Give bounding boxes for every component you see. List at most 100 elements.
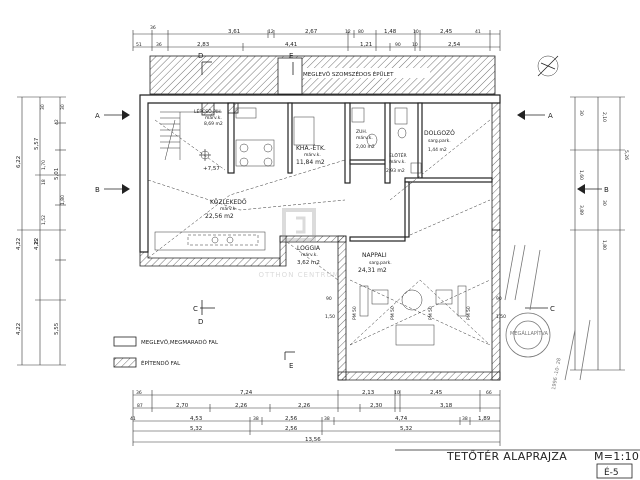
bottom-dim-label: 1,89 — [478, 416, 491, 422]
left-dim-label: 4,22 — [16, 238, 22, 250]
sheet-box — [596, 463, 633, 479]
drawing-title: TETŐTÉR ALAPRAJZA — [446, 449, 567, 463]
bottom-dim-label: 5,32 — [190, 426, 202, 432]
section-label-a: A — [95, 112, 100, 120]
top-dim-label: 4,41 — [285, 42, 297, 48]
room-area: 22,56 m2 — [205, 213, 234, 220]
room-label-living: NAPPALI sarg.park. 24,31 m2 — [358, 252, 392, 274]
window-dimensions: 90 1,50 90 1,50 PM 50 PM 50 PM 50 PM 50 — [325, 296, 506, 320]
watermark-brand: OTTHON CENTRUM — [258, 271, 339, 279]
neighbor-building: MEGLEVŐ SZOMSZÉDOS ÉPÜLET — [149, 55, 496, 95]
room-area: 2,93 m2 — [386, 168, 405, 174]
room-type: márv.k. — [205, 114, 222, 121]
room-area: 3,62 m2 — [297, 260, 320, 266]
room-name: ELŐTÉR — [389, 151, 407, 159]
level-mark-label: +7,57 — [203, 166, 220, 172]
right-dim-label: 1,80 — [601, 240, 607, 250]
room-name: LOGGIA — [297, 245, 321, 252]
room-type: márv.k. — [389, 158, 406, 165]
staircase — [160, 111, 222, 161]
top-dim-label: 12 — [345, 29, 351, 35]
top-dim-label: 36 — [150, 25, 156, 31]
right-dim-label: 3,89 — [578, 205, 584, 215]
right-dim-label: 5,26 — [623, 150, 629, 160]
left-dim-label: 6,22 — [16, 156, 22, 168]
left-dim-label: 30 — [40, 104, 46, 110]
room-name: ZUH. — [356, 129, 367, 135]
bottom-dim-label: 36 — [136, 390, 142, 396]
stamp-text: MEGÁLLAPÍTVA — [510, 330, 549, 337]
right-dim-label: 2,10 — [601, 112, 607, 122]
room-label-loggia: LOGGIA márv.k. 3,62 m2 — [297, 245, 321, 266]
legend-swatch-existing — [113, 336, 137, 347]
left-dim-label: 1,52 — [41, 215, 47, 225]
room-area: 2,00 m2 — [356, 144, 375, 150]
top-dim-label: 2,54 — [448, 42, 461, 48]
section-label-b: B — [604, 186, 609, 194]
section-label-a: A — [548, 112, 553, 120]
window-side: PM 50 — [428, 306, 434, 320]
section-label-b: B — [95, 186, 100, 194]
window-dim: 1,50 — [496, 314, 506, 320]
bottom-dim-label: 2,26 — [235, 403, 248, 409]
room-label-hall: ELŐTÉR márv.k. 2,93 m2 — [386, 151, 407, 174]
room-type: márv.k. — [356, 134, 373, 141]
window-side: PM 50 — [390, 306, 396, 320]
room-label-corridor: KÖZLEKEDŐ márv.k. 22,56 m2 — [205, 199, 247, 220]
living-room-furniture — [349, 279, 491, 346]
sheet-number: É-5 — [604, 466, 619, 478]
top-dim-label: 1,48 — [384, 29, 397, 35]
room-name: NAPPALI — [362, 252, 387, 259]
stamp-date: 1996 -10- 28 — [551, 358, 563, 391]
top-dim-label: 12 — [268, 29, 274, 35]
bottom-dim-label: 38 — [324, 416, 330, 422]
bathroom-fixtures — [351, 107, 422, 174]
floor-walls — [139, 94, 501, 381]
right-dim-label: 1,60 — [578, 170, 584, 180]
legend-new-label: ÉPÍTENDŐ FAL — [141, 359, 181, 367]
section-label-d: D — [198, 52, 203, 60]
section-markers: A A B B C C D D E E — [95, 52, 609, 370]
top-dim-label: 51 — [136, 42, 142, 48]
room-name: LÉPCSŐ-PIH — [194, 107, 221, 115]
left-dim-label: 30 — [60, 104, 66, 110]
right-dim-label: 30 — [601, 200, 607, 206]
room-type: márv.k. — [301, 251, 318, 258]
bottom-dim-label: 5,32 — [400, 426, 412, 432]
room-label-wc: ZUH. márv.k. 2,00 m2 — [356, 129, 375, 150]
top-dim-label: 3,61 — [228, 29, 240, 35]
bottom-dim-label: 38 — [462, 416, 468, 422]
room-type: márv.k. — [220, 205, 237, 212]
top-dim-label: 80 — [358, 29, 364, 35]
bottom-dim-label: 7,24 — [240, 390, 253, 396]
room-area: 1,44 m2 — [428, 147, 447, 153]
window-dim: 90 — [326, 296, 332, 302]
section-label-e: E — [289, 52, 293, 60]
room-type: sarg.park. — [369, 260, 392, 266]
kitchen-furniture — [235, 107, 315, 167]
bottom-dim-label: 2,56 — [285, 426, 298, 432]
bottom-dim-label: 2,13 — [362, 390, 375, 396]
room-label-study: DOLGOZÓ sarg.park. 1,44 m2 — [424, 130, 455, 153]
level-mark: +7,57 — [199, 149, 220, 172]
room-area: 11,84 m2 — [296, 159, 325, 166]
north-arrow-icon — [537, 55, 559, 77]
bottom-dim-label: 10 — [394, 390, 400, 396]
bottom-dim-label: 2,45 — [430, 390, 443, 396]
left-dim-label: 42 — [54, 119, 60, 125]
bottom-dim-label: 66 — [486, 390, 492, 396]
legend: MEGLEVŐ,MEGMARADÓ FAL ÉPÍTENDŐ FAL — [113, 336, 219, 368]
title-block: TETŐTÉR ALAPRAJZA M=1:100 É-5 — [395, 449, 640, 479]
top-dim-label: 41 — [475, 29, 481, 35]
section-label-d: D — [198, 318, 203, 326]
bottom-total-label: 13,56 — [305, 437, 321, 443]
window-dim: 90 — [496, 296, 502, 302]
legend-existing-label: MEGLEVŐ,MEGMARADÓ FAL — [141, 339, 219, 346]
section-label-c: C — [550, 305, 555, 313]
room-type: sarg.park. — [428, 138, 451, 144]
left-dim-label: 4,22 — [34, 238, 40, 250]
bottom-dim-label: 2,30 — [370, 403, 383, 409]
top-dim-label: 10 — [413, 29, 419, 35]
room-label-stair: LÉPCSŐ-PIH márv.k. 8,69 m2 — [194, 107, 223, 127]
left-dim-label: 18 — [41, 179, 47, 185]
